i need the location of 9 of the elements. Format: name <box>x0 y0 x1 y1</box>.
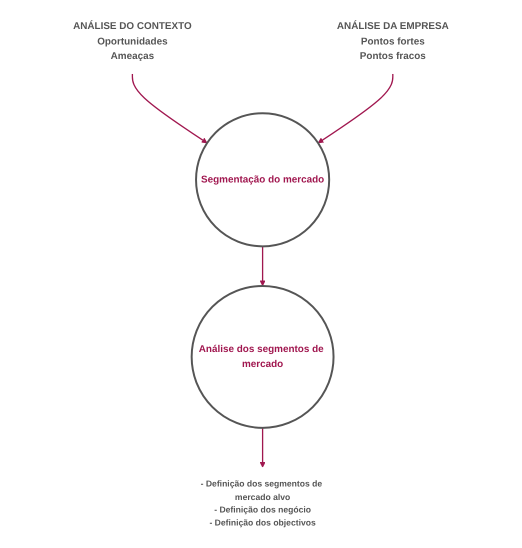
arrow <box>260 428 266 468</box>
node-text: ANÁLISE DA EMPRESA Pontos fortes Pontos fracos <box>336 20 449 62</box>
node-circle: Análise dos segmentos de mercado <box>190 284 335 429</box>
arrow <box>260 246 266 286</box>
arrow <box>318 74 394 144</box>
arrow <box>132 74 208 144</box>
node-text: ANÁLISE DO CONTEXTO Oportunidades Ameaças <box>73 20 192 62</box>
node-circle: Segmentação do mercado <box>195 112 330 248</box>
node-text: - Definição dos segmentos de mercado alvo - Definição dos negócio - Definição dos objectivos <box>200 478 322 528</box>
